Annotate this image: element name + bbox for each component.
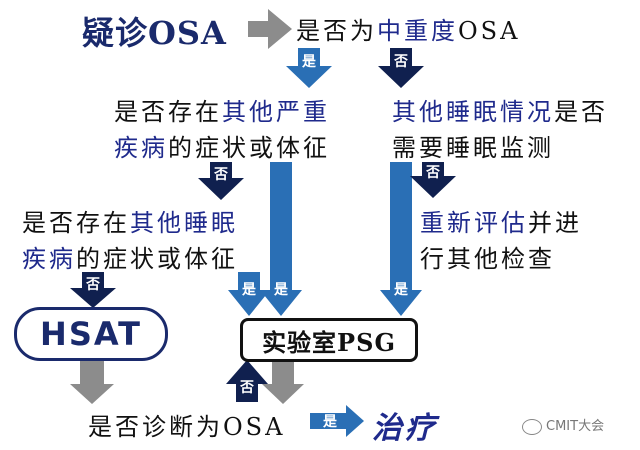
reassess-line2: 行其他检查: [420, 245, 555, 273]
q4-line1-prefix: 是否存在: [22, 209, 130, 237]
question-other-sleep-condition-line1: 其他睡眠情况是否: [392, 92, 608, 127]
svg-text:是: 是: [394, 282, 409, 298]
lab-psg-box: 实验室PSG: [240, 318, 418, 362]
arrow-q6-yes: 是: [310, 405, 364, 437]
svg-text:否: 否: [239, 380, 254, 396]
arrow-q4-no: 否: [70, 272, 116, 308]
question-other-serious-disease-line2: 疾病的症状或体征: [114, 128, 330, 163]
hsat-label: HSAT: [40, 315, 142, 353]
q4-line2-suffix: 的症状或体征: [76, 245, 238, 273]
svg-text:是: 是: [302, 54, 317, 70]
q4-line2-highlight: 疾病: [22, 245, 76, 273]
question-other-sleep-disease-line1: 是否存在其他睡眠: [22, 203, 238, 238]
q1-prefix: 是否为: [296, 17, 377, 45]
q2-line1-highlight: 其他严重: [222, 98, 330, 126]
q2-line1-prefix: 是否存在: [114, 98, 222, 126]
q3-line1-suffix: 是否: [554, 98, 608, 126]
svg-text:否: 否: [213, 167, 228, 183]
q5-line1-highlight: 重新评估: [420, 209, 528, 237]
question-other-sleep-condition-line2: 需要睡眠监测: [392, 134, 554, 162]
arrow-q3-yes: 是: [380, 162, 422, 316]
watermark-text: CMIT大会: [546, 419, 605, 434]
lab-psg-label: 实验室PSG: [262, 327, 396, 357]
arrow-q3-no: 否: [410, 162, 456, 198]
arrow-q2-yes: 是: [260, 162, 302, 316]
title-suspected-osa: 疑诊OSA: [82, 14, 227, 52]
svg-text:是: 是: [242, 282, 257, 298]
q3-line1-highlight: 其他睡眠情况: [392, 98, 554, 126]
q1-suffix: OSA: [458, 17, 521, 45]
arrow-q1-yes: 是: [286, 48, 332, 88]
q2-line2-highlight: 疾病: [114, 134, 168, 162]
svg-text:否: 否: [425, 165, 440, 181]
reassess-line1: 重新评估并进: [420, 203, 582, 238]
svg-text:是: 是: [323, 414, 338, 430]
arrow-q2-no: 否: [198, 162, 244, 200]
arrow-hsat-to-q6: [70, 360, 114, 404]
question-diagnosed-osa: 是否诊断为OSA: [88, 413, 286, 441]
hsat-box: HSAT: [14, 307, 168, 361]
q4-line1-highlight: 其他睡眠: [130, 209, 238, 237]
arrow-title-to-q1: [248, 9, 292, 49]
question-moderate-severe-osa: 是否为中重度OSA: [296, 11, 520, 46]
question-other-sleep-disease-line2: 疾病的症状或体征: [22, 239, 238, 274]
q5-line1-suffix: 并进: [528, 209, 582, 237]
svg-text:是: 是: [274, 282, 289, 298]
svg-text:否: 否: [393, 54, 408, 70]
svg-text:否: 否: [85, 277, 100, 293]
watermark: CMIT大会: [522, 415, 604, 435]
arrow-q6-no: 否: [226, 360, 268, 402]
wechat-icon: [522, 418, 542, 435]
treatment-label: 治疗: [372, 411, 438, 446]
q1-highlight: 中重度: [377, 17, 458, 45]
question-other-serious-disease-line1: 是否存在其他严重: [114, 92, 330, 127]
arrow-q1-no: 否: [378, 48, 424, 88]
arrow-q4-yes: 是: [228, 272, 270, 316]
arrow-psg-to-q6: [262, 360, 304, 404]
q2-line2-suffix: 的症状或体征: [168, 134, 330, 162]
